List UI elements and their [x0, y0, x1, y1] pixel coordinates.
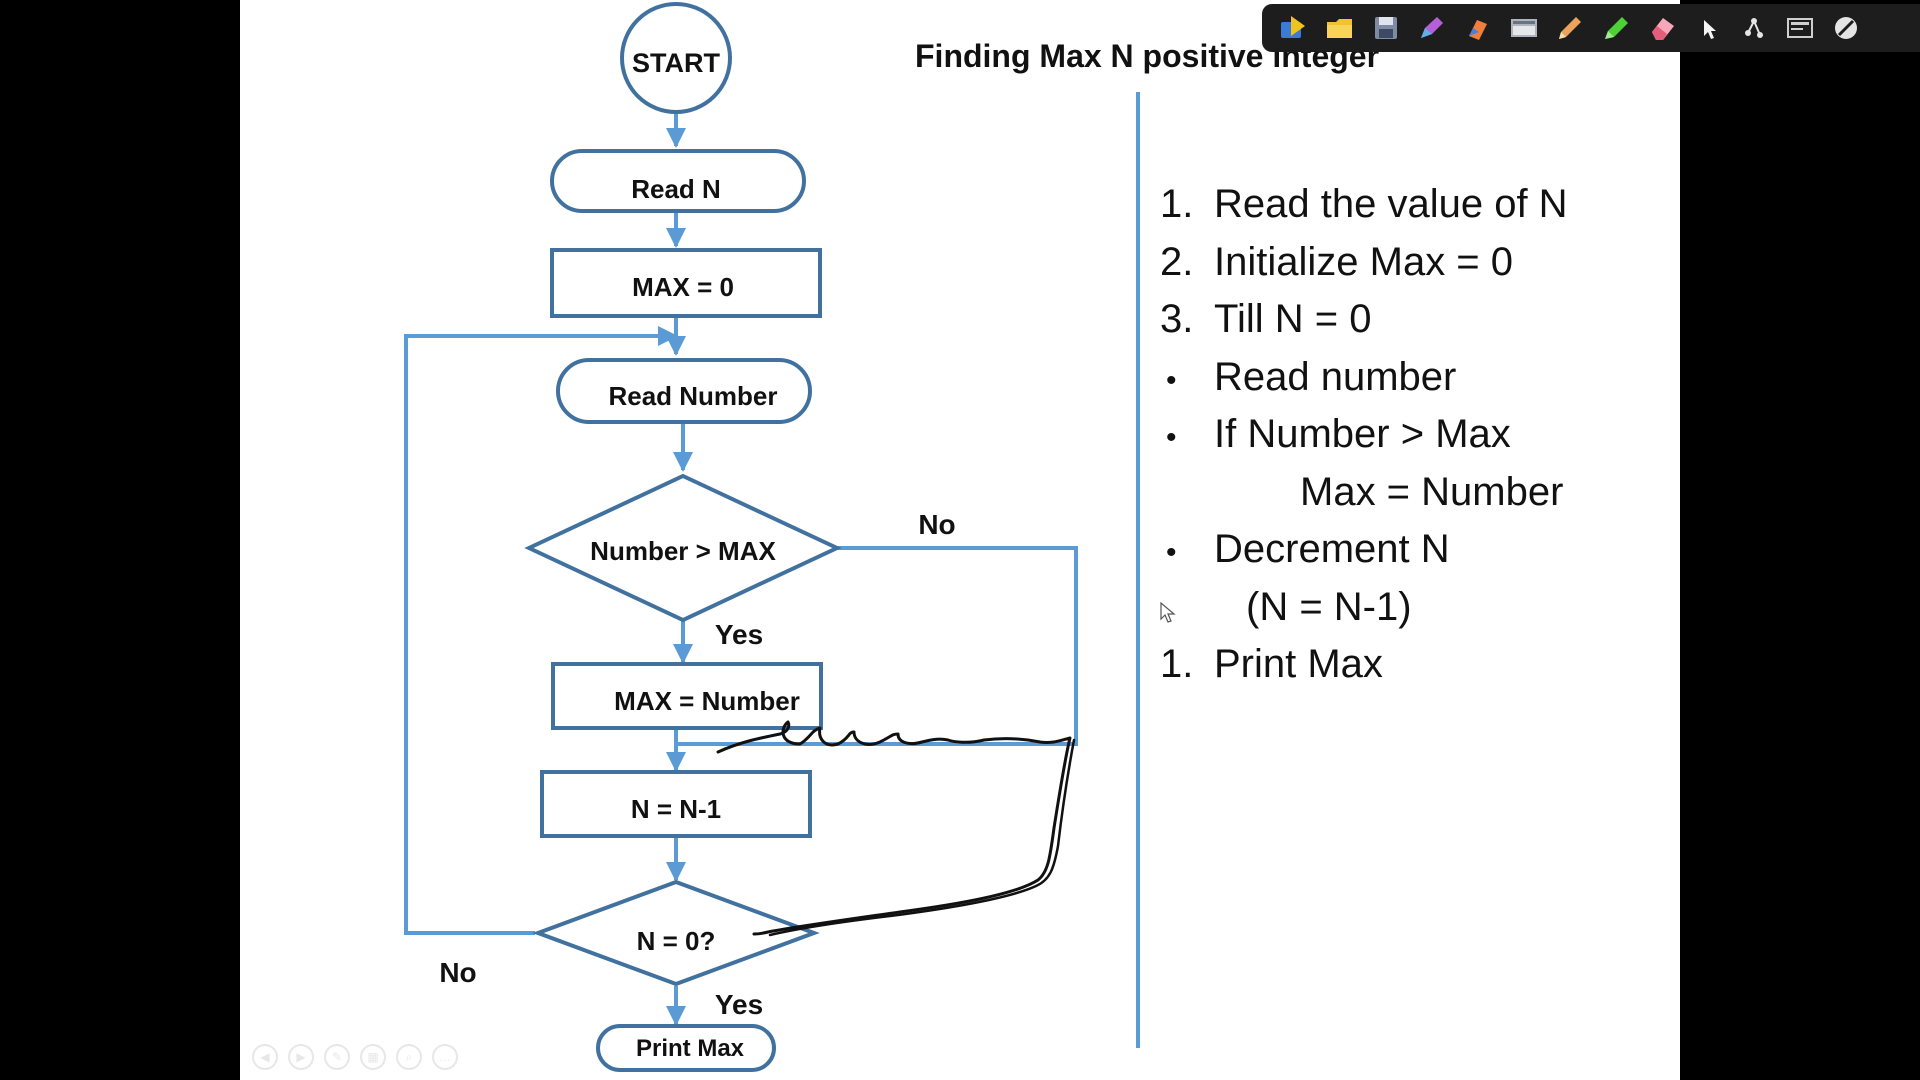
folder-icon[interactable] — [1324, 12, 1356, 44]
prev-slide-icon[interactable]: ◀ — [252, 1044, 278, 1070]
screen-icon[interactable] — [1508, 12, 1540, 44]
zero-check-no-label: No — [439, 957, 476, 988]
zoom-icon[interactable]: ⌕ — [396, 1044, 422, 1070]
close-icon[interactable] — [1830, 12, 1862, 44]
divider-line — [1136, 92, 1140, 1048]
print-max-label: Print Max — [636, 1035, 745, 1062]
zero-check-decision — [532, 879, 820, 987]
step-text: If Number > Max — [1214, 412, 1511, 456]
zero-check-label: N = 0? — [637, 926, 716, 956]
step-item: Max = Number — [1160, 464, 1568, 522]
decrement-label: N = N-1 — [631, 794, 721, 824]
init-max-process — [550, 248, 822, 318]
step-text: Initialize Max = 0 — [1214, 239, 1514, 284]
print-max-terminal — [596, 1024, 776, 1072]
compare-no-label: No — [918, 509, 955, 540]
assign-max-label: MAX = Number — [614, 686, 800, 716]
decrement-process — [540, 770, 812, 838]
step-item: • Decrement N — [1160, 521, 1568, 579]
step-text: Read the value of N — [1214, 182, 1568, 226]
slide-nav-controls: ◀ ▶ ✎ ▦ ⌕ … — [252, 1044, 458, 1070]
pen-icon[interactable] — [1416, 12, 1448, 44]
network-icon[interactable] — [1738, 12, 1770, 44]
init-max-label: MAX = 0 — [632, 272, 734, 302]
algorithm-steps: 1. Read the value of N 2. Initialize Max =… — [1160, 176, 1568, 694]
start-label: START — [632, 48, 720, 78]
step-bullet: • — [1166, 363, 1177, 397]
slide: START Read N MAX = 0 Read Number Number … — [240, 0, 1680, 1080]
flow-shapes — [524, 2, 842, 1072]
step-item: 1. Print Max — [1160, 636, 1568, 694]
step-text: (N = N-1) — [1246, 584, 1412, 629]
all-slides-icon[interactable]: ▦ — [360, 1044, 386, 1070]
ink-annotation — [716, 720, 1072, 936]
ink-annotation-double — [768, 738, 1076, 937]
compare-decision — [524, 473, 842, 623]
next-slide-icon[interactable]: ▶ — [288, 1044, 314, 1070]
step-marker: 2. — [1160, 239, 1194, 284]
more-options-icon[interactable]: … — [432, 1044, 458, 1070]
read-number-label: Read Number — [608, 381, 777, 411]
save-icon[interactable] — [1370, 12, 1402, 44]
step-marker: 1. — [1160, 182, 1194, 226]
assign-max-process — [551, 662, 823, 730]
step-text: Till N = 0 — [1214, 297, 1372, 341]
read-n-terminal — [550, 149, 806, 213]
step-item: 1. Read the value of N — [1160, 176, 1568, 234]
zero-check-yes-label: Yes — [715, 989, 763, 1020]
flowchart: START Read N MAX = 0 Read Number Number … — [404, 2, 1078, 1072]
eraser-icon[interactable] — [1646, 12, 1678, 44]
step-item: • Read number — [1160, 349, 1568, 407]
board-icon[interactable] — [1784, 12, 1816, 44]
read-n-label: Read N — [631, 174, 721, 204]
step-item: • If Number > Max — [1160, 406, 1568, 464]
marker-icon[interactable] — [1462, 12, 1494, 44]
mouse-cursor-icon — [1160, 602, 1176, 623]
step-item: 3. Till N = 0 — [1160, 291, 1568, 349]
highlighter-icon[interactable] — [1600, 12, 1632, 44]
step-bullet: • — [1166, 536, 1177, 569]
step-marker: 3. — [1160, 297, 1194, 341]
annotation-toolbar — [1262, 4, 1920, 52]
step-text: Max = Number — [1300, 469, 1564, 514]
connector-loop-back — [404, 326, 678, 935]
pencil-icon[interactable] — [1554, 12, 1586, 44]
pointer-icon[interactable] — [1692, 12, 1724, 44]
pen-tool-icon[interactable]: ✎ — [324, 1044, 350, 1070]
step-item: (N = N-1) — [1160, 579, 1568, 637]
compare-label: Number > MAX — [590, 536, 776, 566]
step-text: Decrement N — [1214, 527, 1450, 571]
start-terminal — [620, 2, 732, 114]
step-marker: 1. — [1160, 642, 1194, 686]
step-text: Print Max — [1214, 642, 1383, 686]
step-bullet: • — [1166, 421, 1177, 454]
step-item: 2. Initialize Max = 0 — [1160, 234, 1568, 292]
step-text: Read number — [1214, 354, 1457, 399]
compare-yes-label: Yes — [715, 619, 763, 650]
read-number-terminal — [556, 358, 812, 424]
play-icon[interactable] — [1278, 12, 1310, 44]
